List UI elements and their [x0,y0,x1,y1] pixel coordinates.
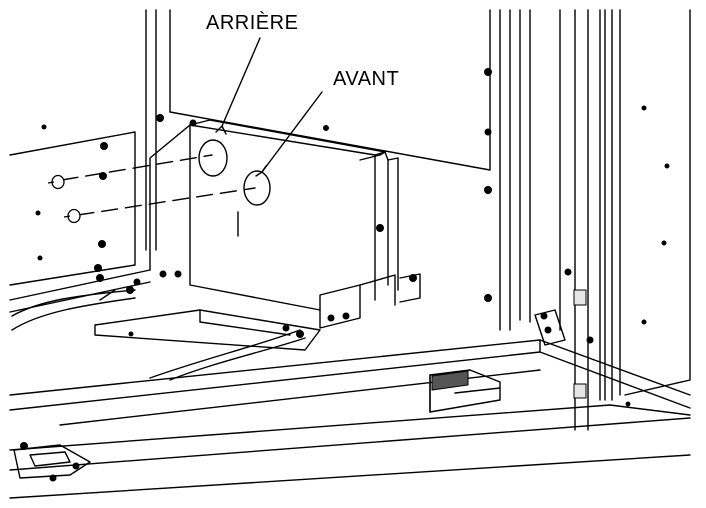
drain-channel [94,309,321,351]
mounting-foot [13,444,91,479]
right-bracket [399,273,566,346]
loose-screws [47,174,81,224]
callout-leaders [215,37,323,177]
shaded-parts [431,289,587,399]
clamp-block [429,369,501,413]
right-frame [519,9,691,431]
left-panel [9,131,151,313]
base-frame [9,339,691,499]
callout-arriere-label: ARRIÈRE [206,12,299,34]
tubing [11,289,306,381]
knockout-holes [198,139,271,206]
callout-avant-label: AVANT [333,68,400,90]
back-panel [145,9,511,331]
screws [20,68,670,482]
mounting-bracket [149,119,399,329]
alignment-lines [61,154,256,216]
